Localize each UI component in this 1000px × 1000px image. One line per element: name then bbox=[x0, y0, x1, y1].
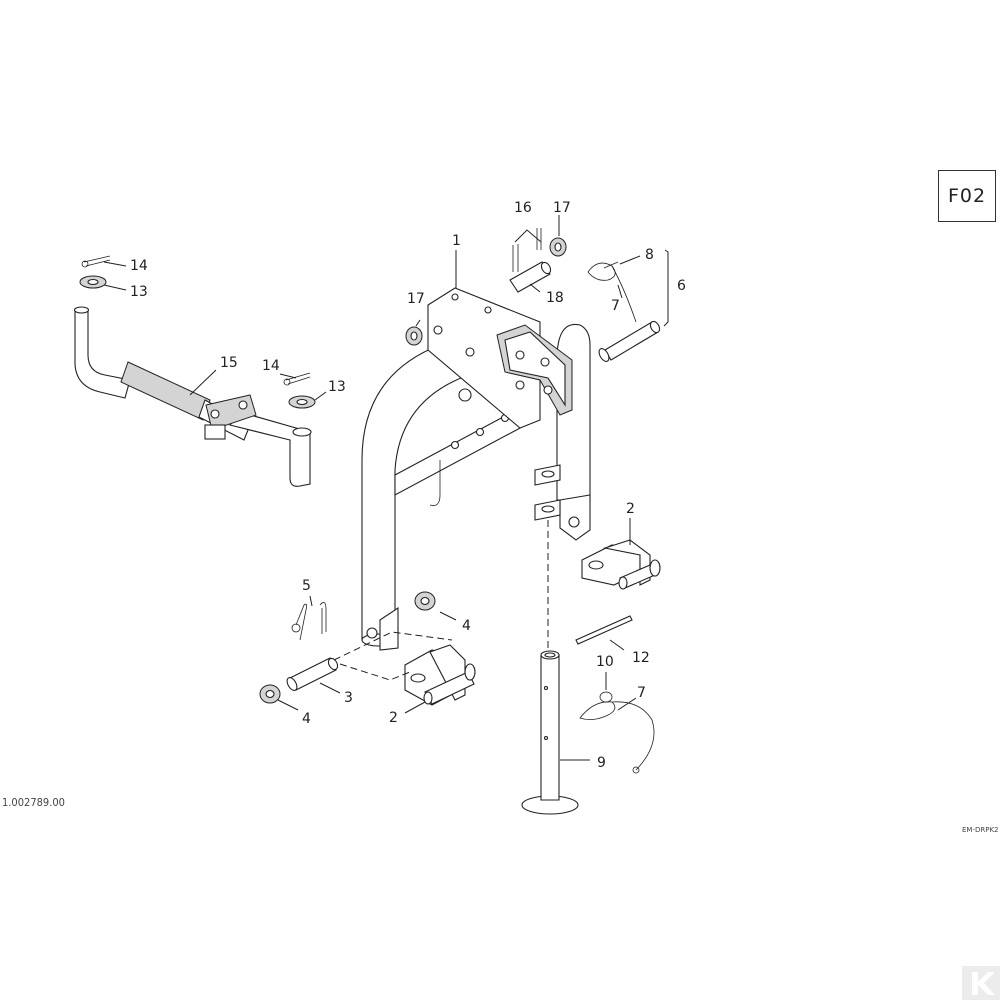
part-main-frame bbox=[361, 287, 591, 651]
page-code: F02 bbox=[947, 185, 987, 207]
part-pin-12 bbox=[575, 615, 633, 645]
callout-2-upper: 2 bbox=[626, 501, 635, 517]
callout-1: 1 bbox=[452, 233, 461, 249]
callout-7-lower: 7 bbox=[637, 685, 646, 701]
part-pin-3 bbox=[286, 657, 339, 691]
document-number: 1.002789.00 bbox=[2, 796, 65, 809]
drawing-code: EM-DRPK2 bbox=[962, 826, 999, 834]
callout-6: 6 bbox=[677, 278, 686, 294]
part-jack-stand-9 bbox=[521, 650, 579, 815]
callout-13-mid: 13 bbox=[328, 379, 346, 395]
part-pin-14-mid bbox=[283, 372, 311, 386]
part-washer-13-mid bbox=[288, 395, 316, 409]
callout-15: 15 bbox=[220, 355, 238, 371]
part-bracket-2-lower bbox=[404, 644, 476, 706]
assembly-line-left bbox=[333, 631, 453, 681]
part-cable-7-lower bbox=[611, 701, 655, 774]
callout-4-bottom: 4 bbox=[302, 711, 311, 727]
part-pin-14-left bbox=[81, 255, 111, 268]
callout-17-left: 17 bbox=[407, 291, 425, 307]
part-split-pins-5 bbox=[291, 602, 327, 641]
callout-5: 5 bbox=[302, 578, 311, 594]
callout-13-left: 13 bbox=[130, 284, 148, 300]
leader-lines bbox=[103, 215, 669, 761]
callout-4-top: 4 bbox=[462, 618, 471, 634]
part-lynch-pin-10 bbox=[579, 691, 616, 720]
callout-18: 18 bbox=[546, 290, 564, 306]
callout-17-top: 17 bbox=[553, 200, 571, 216]
part-washer-13-left bbox=[79, 275, 107, 289]
part-washer-4-top bbox=[414, 591, 436, 611]
callout-14-left: 14 bbox=[130, 258, 148, 274]
callout-2-lower: 2 bbox=[389, 710, 398, 726]
page-code-box: F02 bbox=[938, 170, 996, 222]
callout-3: 3 bbox=[344, 690, 353, 706]
watermark-logo bbox=[962, 966, 1000, 1000]
callout-14-mid: 14 bbox=[262, 358, 280, 374]
callout-9: 9 bbox=[597, 755, 606, 771]
callout-8: 8 bbox=[645, 247, 654, 263]
part-washer-17-top bbox=[549, 237, 567, 257]
callout-7-top: 7 bbox=[611, 298, 620, 314]
part-pin-set-6 bbox=[587, 261, 661, 362]
part-handle-bar bbox=[73, 306, 312, 487]
callout-labels: 1 16 17 17 18 8 7 6 14 13 14 13 15 2 5 4… bbox=[130, 200, 686, 771]
part-bracket-2-upper bbox=[581, 539, 661, 590]
part-pin-18 bbox=[509, 261, 552, 293]
callout-16: 16 bbox=[514, 200, 532, 216]
part-washer-17-left bbox=[405, 326, 423, 346]
part-washer-4-bottom bbox=[259, 684, 281, 704]
callout-12: 12 bbox=[632, 650, 650, 666]
part-split-pin-16 bbox=[512, 228, 542, 272]
callout-10: 10 bbox=[596, 654, 614, 670]
